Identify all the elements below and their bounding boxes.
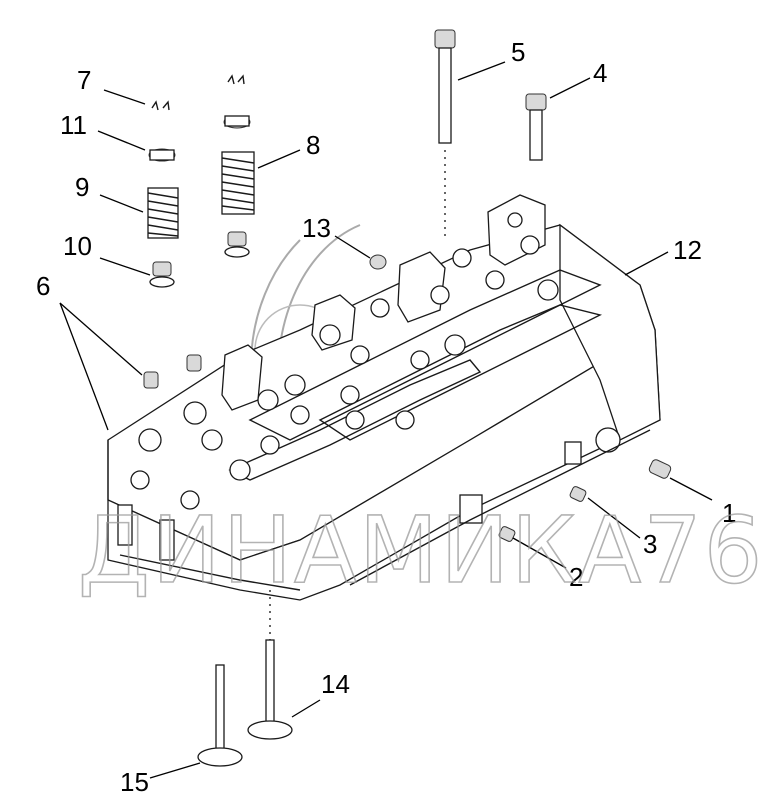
callout-13: 13 [302, 213, 331, 243]
valve-group-right [221, 74, 255, 258]
valve-15 [197, 664, 243, 767]
callout-7: 7 [77, 65, 91, 95]
callout-5: 5 [511, 37, 525, 67]
callout-15: 15 [120, 767, 149, 797]
callout-3: 3 [643, 529, 657, 559]
callout-8: 8 [306, 130, 320, 160]
callout-2: 2 [569, 562, 583, 592]
stud-pins-6 [143, 354, 202, 389]
watermark-text: ДИНАМИКА76 [78, 497, 758, 604]
bolt-5 [434, 29, 456, 240]
leader-lines [59, 61, 713, 779]
valve-14 [247, 590, 293, 740]
callout-14: 14 [321, 669, 350, 699]
callout-11: 11 [60, 110, 87, 140]
callout-9: 9 [75, 172, 89, 202]
callout-10: 10 [63, 231, 92, 261]
plug-1 [648, 459, 672, 479]
plug-2 [498, 526, 516, 542]
callout-6: 6 [36, 271, 50, 301]
plug-3 [569, 486, 587, 502]
callout-labels: 1 2 3 4 5 6 7 8 9 10 11 12 13 14 15 [36, 37, 736, 797]
valve-group-left [147, 100, 179, 288]
callout-4: 4 [593, 58, 607, 88]
cylinder-head [107, 194, 661, 601]
callout-1: 1 [722, 498, 736, 528]
callout-12: 12 [673, 235, 702, 265]
seal-13 [369, 254, 387, 270]
bolt-4 [525, 93, 547, 161]
